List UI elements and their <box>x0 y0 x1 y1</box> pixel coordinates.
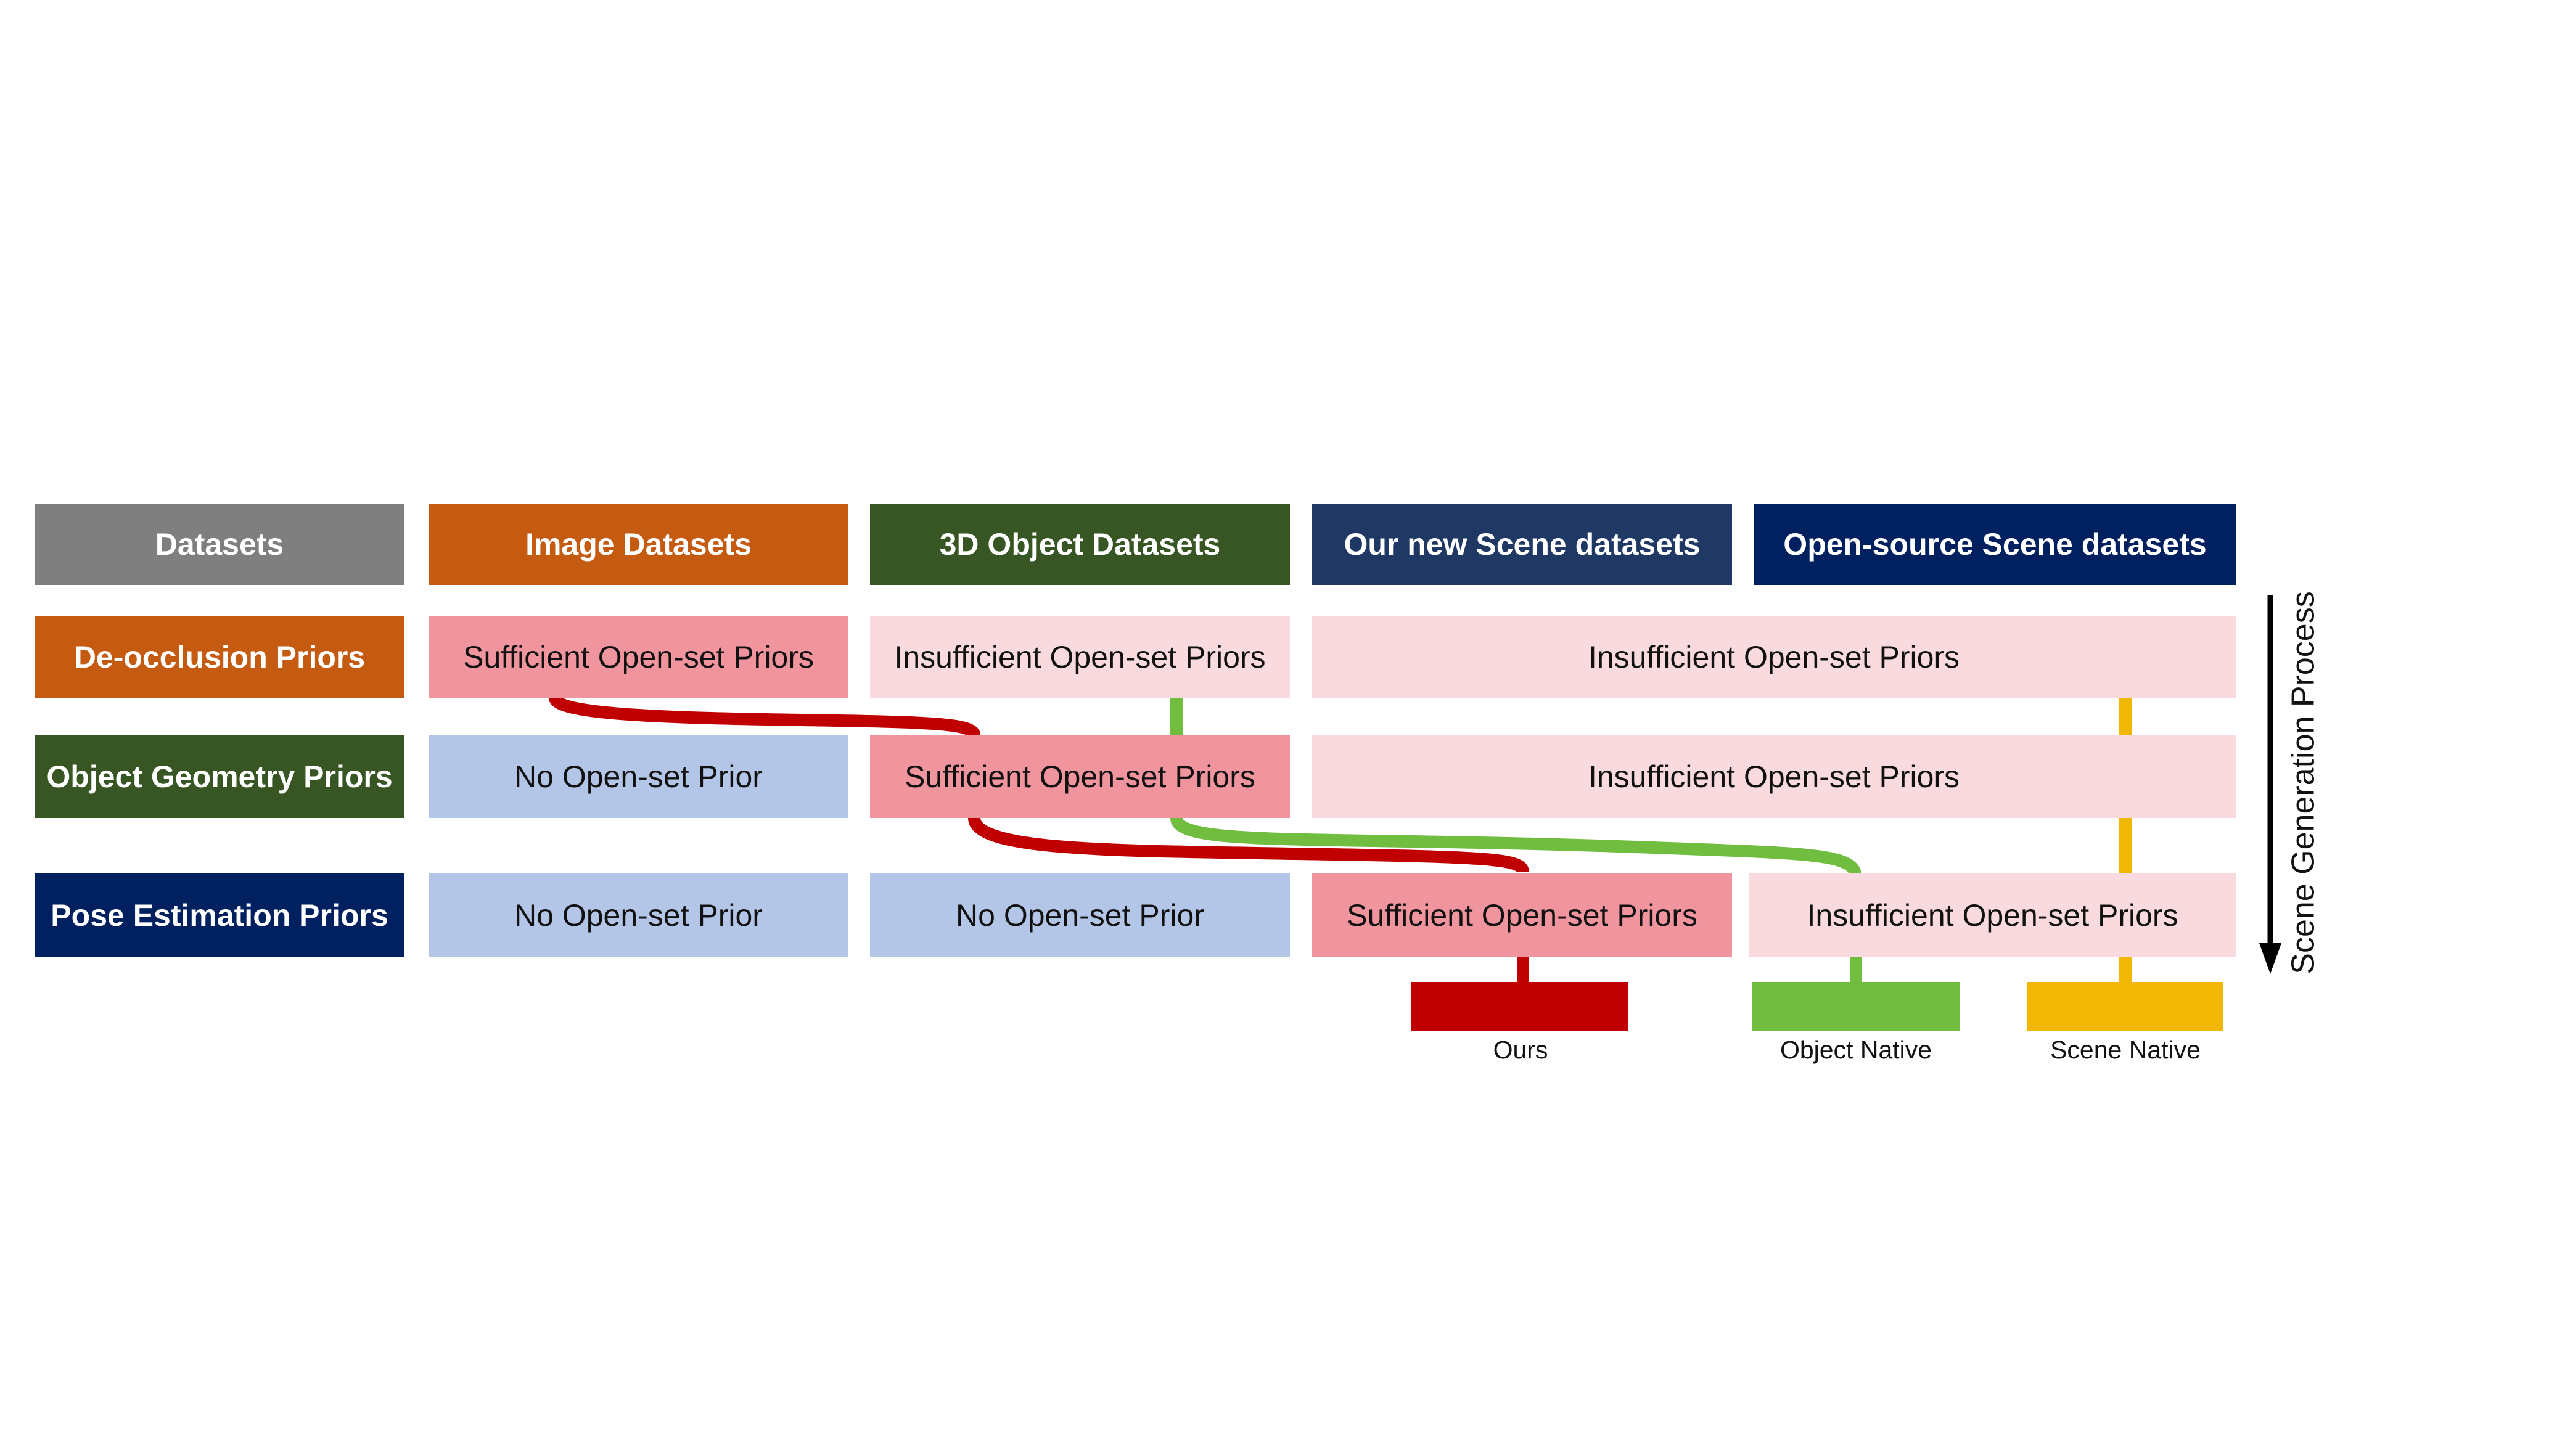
header-3d-object-datasets: 3D Object Datasets <box>870 504 1290 585</box>
row-label-deocclusion: De-occlusion Priors <box>35 616 404 698</box>
ours-swatch <box>1411 982 1628 1031</box>
header-our-new-scene-datasets: Our new Scene datasets <box>1312 504 1732 585</box>
process-arrow-head <box>2259 943 2281 974</box>
pose-open-source-scene-cell: Insufficient Open-set Priors <box>1749 873 2236 957</box>
header-image-datasets: Image Datasets <box>429 504 848 585</box>
header-open-source-scene-datasets: Open-source Scene datasets <box>1754 504 2236 585</box>
geometry-scenes-cell: Insufficient Open-set Priors <box>1312 735 2236 818</box>
deocclusion-scenes-cell: Insufficient Open-set Priors <box>1312 616 2236 698</box>
deocclusion-image-cell: Sufficient Open-set Priors <box>429 616 848 698</box>
scene-generation-process-label: Scene Generation Process <box>2285 591 2321 975</box>
geometry-image-cell: No Open-set Prior <box>429 735 848 818</box>
deocclusion-3d-object-cell: Insufficient Open-set Priors <box>870 616 1290 698</box>
legend-label-scene-native: Scene Native <box>2050 1036 2201 1064</box>
object-native-swatch <box>1752 982 1960 1031</box>
ours-path <box>549 695 1529 985</box>
pose-3d-object-cell: No Open-set Prior <box>870 873 1290 957</box>
pose-our-new-scene-cell: Sufficient Open-set Priors <box>1312 873 1732 957</box>
geometry-3d-object-cell: Sufficient Open-set Priors <box>870 735 1290 818</box>
legend-label-object-native: Object Native <box>1779 1036 1932 1064</box>
object-native-path <box>1170 698 1862 985</box>
legend-label-ours: Ours <box>1493 1036 1548 1064</box>
pose-image-cell: No Open-set Prior <box>429 873 848 957</box>
row-label-pose-estimation: Pose Estimation Priors <box>35 873 404 957</box>
row-label-object-geometry: Object Geometry Priors <box>35 735 404 818</box>
scene-native-swatch <box>2027 982 2223 1031</box>
header-datasets: Datasets <box>35 504 404 585</box>
